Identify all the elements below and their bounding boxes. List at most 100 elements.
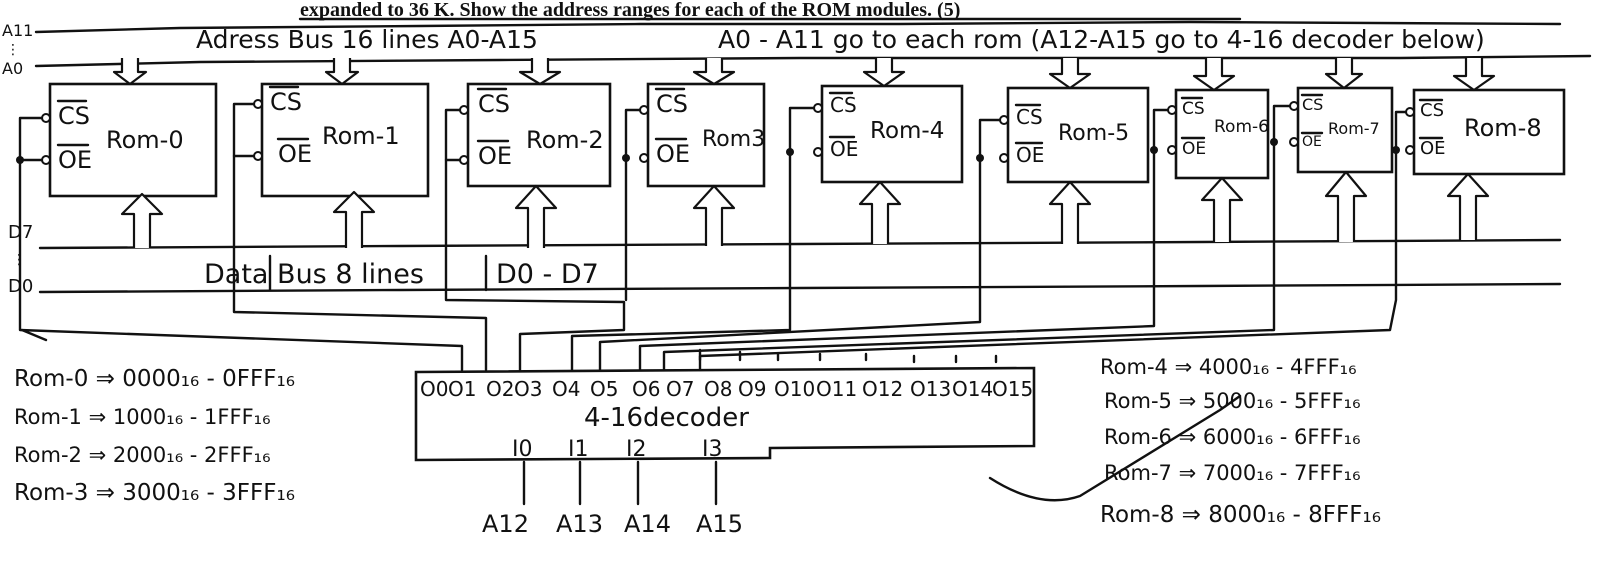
- decoder-input-3: I3: [702, 437, 723, 462]
- data-bus-line-top: [38, 238, 1562, 250]
- range-rom-1: Rom-1 ⇒ 1000₁₆ - 1FFF₁₆: [14, 405, 270, 429]
- rom-4-data-arrow: [858, 180, 902, 244]
- range-rom-0: Rom-0 ⇒ 0000₁₆ - 0FFF₁₆: [14, 366, 295, 392]
- decoder-input-2: I2: [626, 437, 647, 462]
- rom-8-label: Rom-8: [1464, 114, 1542, 142]
- rom-6-cs-label: CS: [1182, 99, 1205, 119]
- decoder-input-1: I1: [568, 437, 589, 462]
- range-rom-7: Rom-7 ⇒ 7000₁₆ - 7FFF₁₆: [1104, 461, 1360, 485]
- rom-1-label: Rom-1: [322, 122, 400, 150]
- rom-3-oe-label: OE: [656, 140, 690, 168]
- rom-4-address-arrow: [862, 58, 906, 88]
- rom-7-oe-junction: [1270, 138, 1278, 146]
- decoder-title: 4-16decoder: [584, 403, 749, 433]
- rom-0-cs-label: CS: [58, 102, 90, 130]
- decoder-output-1: O1: [448, 377, 476, 401]
- decoder-address-input-0: A12: [482, 510, 529, 538]
- rom-8-oe-label: OE: [1420, 138, 1446, 159]
- rom-2-oe-label: OE: [478, 142, 512, 170]
- rom-2-oe-bubble: [459, 155, 469, 165]
- question-text: expanded to 36 K. Show the address range…: [300, 0, 960, 21]
- rom-5-oe-junction: [976, 154, 984, 162]
- address-routing-note: A0 - A11 go to each rom (A12-A15 go to 4…: [718, 25, 1485, 54]
- rom-module-2: CS OE Rom-2: [459, 82, 612, 188]
- address-ranges-right: Rom-4 ⇒ 4000₁₆ - 4FFF₁₆ Rom-5 ⇒ 5000₁₆ -…: [988, 355, 1381, 528]
- address-bus-line-bottom: [34, 54, 1592, 68]
- rom-3-oe-bubble: [639, 153, 649, 163]
- decoder-output-11: O11: [816, 377, 857, 401]
- rom-6-label: Rom-6: [1214, 117, 1269, 137]
- control-wiring: [16, 102, 1408, 372]
- rom-8-cs-label: CS: [1420, 100, 1444, 121]
- rom-3-oe-junction: [622, 154, 630, 162]
- decoder-output-14: O14: [952, 377, 993, 401]
- rom-3-label: Rom3: [702, 127, 765, 152]
- rom-5-label: Rom-5: [1058, 121, 1129, 146]
- address-bus-line-top: [34, 20, 1562, 34]
- decoder-output-4: O4: [552, 377, 580, 401]
- rom-1-oe-label: OE: [278, 140, 312, 168]
- rom-8-address-arrow: [1452, 58, 1496, 92]
- rom-4-cs-label: CS: [830, 93, 857, 117]
- rom-5-address-arrow: [1048, 58, 1092, 90]
- rom-0-oe-junction: [16, 156, 24, 164]
- rom-module-7: CS OE Rom-7: [1289, 86, 1394, 174]
- rom-8-data-arrow: [1446, 172, 1490, 240]
- rom-6-data-arrow: [1200, 176, 1244, 242]
- rom-8-oe-bubble: [1405, 145, 1415, 155]
- rom-module-0: CS OE Rom-0: [41, 82, 218, 198]
- address-bus-note: Adress Bus 16 lines A0-A15: [196, 25, 538, 54]
- rom-0-data-arrow: [120, 192, 164, 248]
- rom-module-6: CS OE Rom-6: [1167, 88, 1270, 180]
- rom-2-address-arrow: [518, 58, 562, 86]
- rom-6-oe-label: OE: [1182, 139, 1206, 159]
- rom-module-4: CS OE Rom-4: [813, 84, 964, 184]
- rom-6-cs-wire: [638, 108, 1170, 372]
- decoder-address-input-2: A14: [624, 510, 671, 538]
- decoder-output-15: O15: [992, 377, 1033, 401]
- rom-5-oe-bubble: [999, 153, 1009, 163]
- decoder-output-7: O7: [666, 377, 694, 401]
- data-bus-line-bottom: [38, 282, 1562, 294]
- rom-module-8: CS OE Rom-8: [1405, 88, 1566, 176]
- rom-1-cs-wire: [232, 102, 488, 372]
- decoder-4-16: O0 O1 O2 O3 O4 O5 O6 O7 O8 O9 O10 O11 O1…: [414, 348, 1036, 538]
- decoder-body: [414, 366, 1036, 462]
- decoder-output-8: O8: [704, 377, 732, 401]
- rom-1-address-arrow: [324, 58, 360, 86]
- rom-7-oe-label: OE: [1302, 134, 1322, 150]
- decoder-output-0: O0: [420, 377, 448, 401]
- address-bus-dots: ⋮: [6, 42, 20, 58]
- decoder-output-13: O13: [910, 377, 951, 401]
- address-bus-bottom-label: A0: [2, 59, 23, 78]
- decoder-output-2: O2: [486, 377, 514, 401]
- rom-0-address-arrow: [112, 58, 148, 86]
- address-bus-top-label: A11: [2, 21, 33, 40]
- rom-3-cs-wire: [624, 108, 642, 302]
- rom-module-1: CS OE Rom-1: [253, 82, 430, 198]
- decoder-address-input-1: A13: [556, 510, 603, 538]
- decoder-address-input-3: A15: [696, 510, 743, 538]
- rom-7-address-arrow: [1324, 58, 1364, 90]
- range-rom-6: Rom-6 ⇒ 6000₁₆ - 6FFF₁₆: [1104, 425, 1360, 449]
- rom-2-data-arrow: [514, 184, 558, 248]
- range-rom-4: Rom-4 ⇒ 4000₁₆ - 4FFF₁₆: [1100, 355, 1356, 379]
- rom-4-label: Rom-4: [870, 118, 944, 144]
- rom-3-data-arrow: [692, 184, 736, 246]
- decoder-output-5: O5: [590, 377, 618, 401]
- rom-5-oe-label: OE: [1016, 143, 1044, 167]
- stray-stroke-left: [20, 328, 48, 342]
- decoder-output-3: O3: [514, 377, 542, 401]
- data-bus-note: Data Bus 8 lines: [204, 259, 424, 290]
- rom-0-oe-bubble: [41, 155, 51, 165]
- rom-2-cs-wire: [444, 108, 626, 372]
- range-rom-8: Rom-8 ⇒ 8000₁₆ - 8FFF₁₆: [1100, 502, 1381, 528]
- rom-6-address-arrow: [1192, 58, 1236, 92]
- decoder-output-9: O9: [738, 377, 766, 401]
- rom-module-5: CS OE Rom-5: [999, 86, 1150, 184]
- address-arrows: [112, 58, 1496, 92]
- rom-7-data-arrow: [1324, 170, 1368, 242]
- rom-3-cs-label: CS: [656, 90, 688, 118]
- rom-3-address-arrow: [692, 58, 736, 86]
- rom-4-oe-bubble: [813, 147, 823, 157]
